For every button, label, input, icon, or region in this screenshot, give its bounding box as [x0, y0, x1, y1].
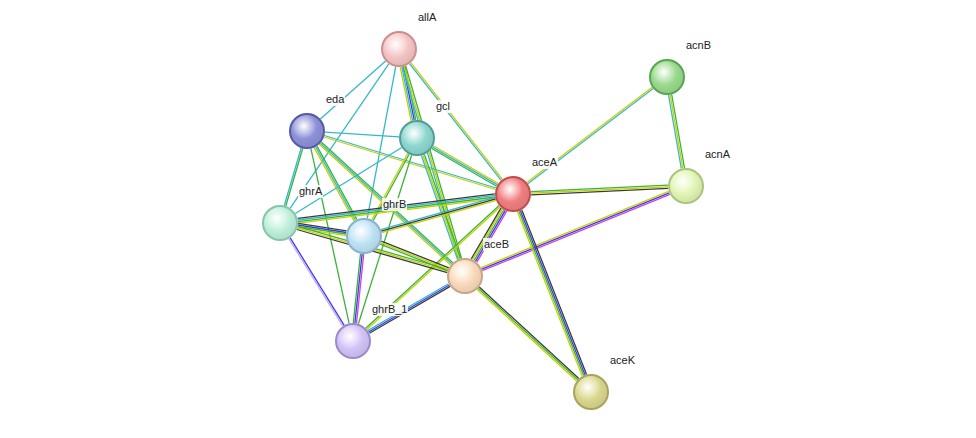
interaction-edge	[367, 67, 395, 219]
evidence-line	[400, 67, 411, 121]
protein-node: aceA	[495, 176, 531, 212]
evidence-line	[381, 243, 449, 270]
evidence-line	[298, 199, 495, 224]
evidence-line	[290, 238, 344, 325]
evidence-line	[476, 210, 506, 261]
node-label: ghrB	[382, 198, 407, 211]
evidence-line	[479, 287, 579, 379]
evidence-line	[669, 95, 682, 169]
node-label: aceK	[609, 354, 636, 367]
protein-node: gcl	[399, 120, 435, 156]
evidence-line	[353, 254, 360, 323]
evidence-line	[531, 185, 668, 191]
evidence-line	[432, 149, 497, 187]
node-label: gcl	[435, 100, 451, 113]
interaction-edge	[527, 87, 653, 183]
interaction-edge	[366, 206, 501, 330]
evidence-line	[471, 208, 501, 259]
interaction-edge	[320, 61, 385, 119]
protein-node: aceK	[573, 374, 609, 410]
evidence-line	[369, 286, 450, 333]
evidence-line	[355, 254, 362, 323]
node-label: aceA	[531, 156, 558, 169]
node-label: allA	[417, 11, 437, 24]
node-label: eda	[325, 93, 345, 106]
interaction-edge	[477, 287, 579, 381]
evidence-line	[357, 254, 364, 323]
evidence-line	[478, 288, 578, 380]
interaction-edge	[325, 132, 399, 137]
interaction-edge	[432, 146, 499, 187]
evidence-line	[519, 211, 584, 376]
interaction-edge	[471, 208, 506, 262]
evidence-line	[527, 87, 652, 182]
node-label: ghrB_1	[371, 303, 408, 316]
evidence-line	[670, 95, 683, 169]
node-label: acnB	[685, 39, 712, 52]
evidence-line	[368, 284, 449, 331]
protein-node: aceB	[447, 258, 483, 294]
protein-node: eda	[289, 113, 325, 149]
evidence-line	[477, 211, 507, 262]
protein-node: acnA	[668, 168, 704, 204]
interaction-edge	[380, 241, 449, 271]
protein-node: allA	[381, 31, 417, 67]
evidence-line	[369, 285, 450, 332]
interaction-edge	[289, 238, 344, 326]
node-label: acnA	[704, 148, 731, 161]
evidence-line	[528, 89, 653, 184]
node-label: aceB	[483, 238, 510, 251]
protein-node: ghrA	[262, 205, 298, 241]
evidence-line	[672, 95, 685, 169]
evidence-line	[380, 244, 448, 271]
evidence-line	[433, 146, 498, 184]
protein-node: ghrB	[346, 218, 382, 254]
evidence-line	[433, 147, 498, 185]
protein-node: acnB	[649, 59, 685, 95]
evidence-line	[289, 239, 343, 326]
protein-node: ghrB_1	[335, 323, 371, 359]
evidence-line	[477, 289, 577, 381]
interaction-edge	[517, 210, 586, 376]
evidence-line	[381, 241, 449, 268]
interaction-edge	[368, 284, 450, 334]
evidence-line	[522, 210, 587, 375]
evidence-line	[320, 61, 385, 119]
evidence-line	[520, 211, 585, 376]
interaction-edge	[353, 254, 363, 324]
evidence-line	[367, 67, 395, 219]
interaction-edge	[669, 95, 685, 169]
node-label: ghrA	[298, 185, 323, 198]
interaction-edge	[531, 185, 668, 195]
evidence-line	[325, 132, 399, 137]
